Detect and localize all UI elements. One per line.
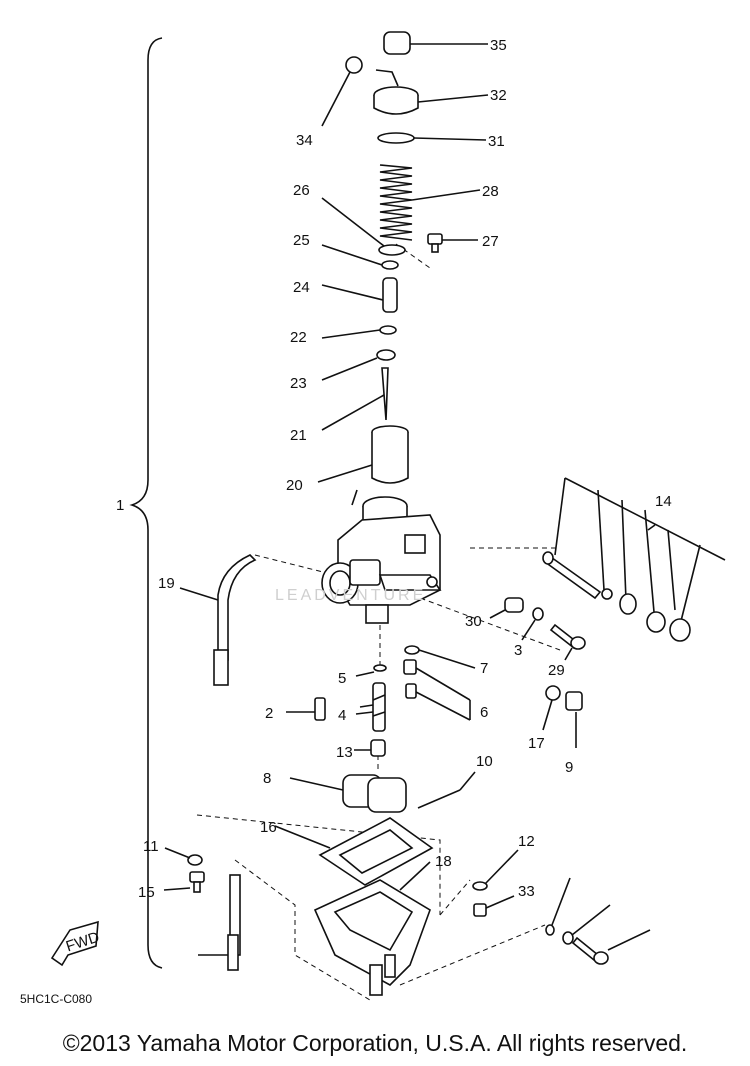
part-26-spring-seat: 26 [293,182,406,256]
part-13-washer: 17 [528,685,561,752]
part-17-plug: 9 [565,691,583,776]
callout-20: 20 [286,477,303,494]
part-8-float-pin: 10 [417,753,493,809]
callout-23: 23 [290,375,307,392]
part-16-washer-a: 11 [143,838,203,866]
carburetor-exploded-diagram: 1 35 34 32 31 [20,31,726,1006]
callout-32: 32 [490,87,507,104]
copyright-footer: ©2013 Yamaha Motor Corporation, U.S.A. A… [62,1030,688,1056]
callout-28: 28 [482,183,499,200]
part-4-main-jet: 13 [336,739,386,761]
part-22-clip: 22 [290,325,397,346]
callout-11: 18 [435,853,452,870]
callout-27: 27 [482,233,499,250]
part-5-pilot-jet: 2 [265,697,326,722]
part-14-vent-tube: 19 [158,554,257,686]
callout-6: 6 [480,704,488,721]
part-carburetor-body [321,489,442,624]
part-27-screw: 27 [427,233,499,253]
assembly-brace [129,37,163,969]
callout-17: 9 [565,759,573,776]
callout-16b: 12 [518,833,535,850]
part-31-gasket: 31 [377,132,505,150]
part-3-o-ring-b: 5 [338,664,387,687]
callout-4: 13 [336,744,353,761]
callout-19: 14 [655,493,672,510]
part-11-float-chamber: 18 [313,853,452,996]
callout-5: 2 [265,705,273,722]
callout-9: 8 [263,770,271,787]
part-3-o-ring-c [562,904,611,945]
callout-30: 30 [465,613,482,630]
part-19-pilot-screw-set: 14 [542,477,726,642]
part-9-float: 8 [263,770,407,813]
part-16-washer-b: 12 [472,833,535,891]
callout-24: 24 [293,279,310,296]
watermark: LEADVENTURE [275,587,426,604]
part-32-top-cover: 32 [373,69,507,115]
callout-21: 21 [290,427,307,444]
part-33-drain-hose [198,874,241,971]
callout-3b: 5 [338,670,346,687]
fwd-arrow-icon: FWD [50,920,102,967]
callout-35: 35 [490,37,507,54]
part-18-ring [545,877,571,936]
guide-lines [196,243,561,1001]
callout-34: 34 [296,132,313,149]
part-30-screw: 30 [465,597,524,630]
callout-16a: 11 [143,838,159,855]
part-10-gasket: 16 [260,817,434,886]
part-23-washer: 23 [290,349,396,392]
callout-15b: 33 [518,883,535,900]
callout-1: 1 [116,497,124,514]
part-25-retainer: 25 [293,232,399,270]
part-7-washer: 7 [404,645,488,677]
part-12-drain-screw [571,929,651,965]
callout-29: 29 [548,662,565,679]
callout-13: 17 [528,735,545,752]
part-35-cap: 35 [383,31,507,55]
callout-22: 22 [290,329,307,346]
part-28-spring: 28 [379,164,499,241]
callout-15a: 15 [138,884,155,901]
part-20-throttle-valve: 20 [286,425,409,494]
part-6-jet: 6 [403,659,488,721]
part-15-screw-b: 33 [473,883,535,917]
callout-25: 25 [293,232,310,249]
callout-14: 19 [158,575,175,592]
callout-10: 16 [260,819,277,836]
callout-26: 26 [293,182,310,199]
callout-31: 31 [488,133,505,150]
part-24-needle-holder: 24 [293,277,398,313]
drawing-code: 5HC1C-C080 [20,992,92,1006]
part-3-o-ring-a: 3 [514,607,544,659]
part-34-nut: 34 [296,56,363,149]
part-29-needle-valve: 29 [548,623,586,679]
callout-3a: 3 [514,642,522,659]
callout-2: 4 [338,707,346,724]
callout-8: 10 [476,753,493,770]
part-2-needle-jet: 4 [338,682,386,732]
part-21-jet-needle: 21 [290,367,389,444]
callout-7: 7 [480,660,488,677]
part-15-screw-a: 15 [138,871,205,901]
